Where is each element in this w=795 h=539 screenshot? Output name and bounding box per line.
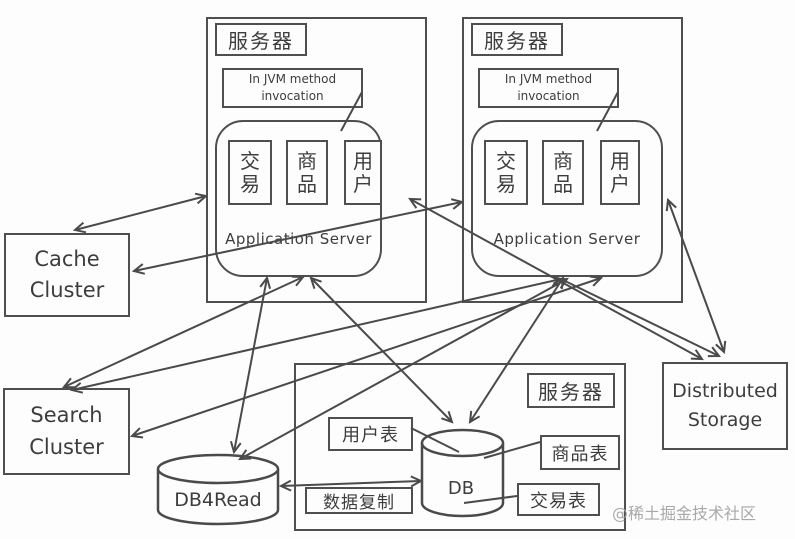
left-module-trade: 交 易 <box>228 140 272 205</box>
left-app-server-title: Application Server <box>225 230 372 248</box>
left-module-user: 用 户 <box>344 140 382 205</box>
distributed-storage-box: Distributed Storage <box>662 362 788 450</box>
product-table-box: 商品表 <box>540 435 620 470</box>
left-jvm-note: In JVM method invocation <box>222 68 363 108</box>
right-server-label: 服务器 <box>471 23 563 56</box>
right-module-user: 用 户 <box>600 140 640 205</box>
right-module-trade: 交 易 <box>484 140 528 205</box>
user-table-box: 用户表 <box>328 417 413 451</box>
bottom-server-label: 服务器 <box>527 373 615 408</box>
search-cluster-box: Search Cluster <box>3 388 130 475</box>
trade-table-box: 交易表 <box>517 483 600 516</box>
right-app-server-title: Application Server <box>493 230 641 248</box>
right-jvm-note: In JVM method invocation <box>478 68 619 108</box>
data-replication-label: 数据复制 <box>305 487 413 514</box>
cache-cluster-box: Cache Cluster <box>4 233 130 317</box>
left-module-product: 商 品 <box>286 140 328 205</box>
left-server-label: 服务器 <box>215 23 307 56</box>
right-module-product: 商 品 <box>542 140 584 205</box>
db4read-cylinder <box>156 453 280 526</box>
db4read-label: DB4Read <box>174 489 262 511</box>
watermark: @稀土掘金技术社区 <box>612 504 757 523</box>
